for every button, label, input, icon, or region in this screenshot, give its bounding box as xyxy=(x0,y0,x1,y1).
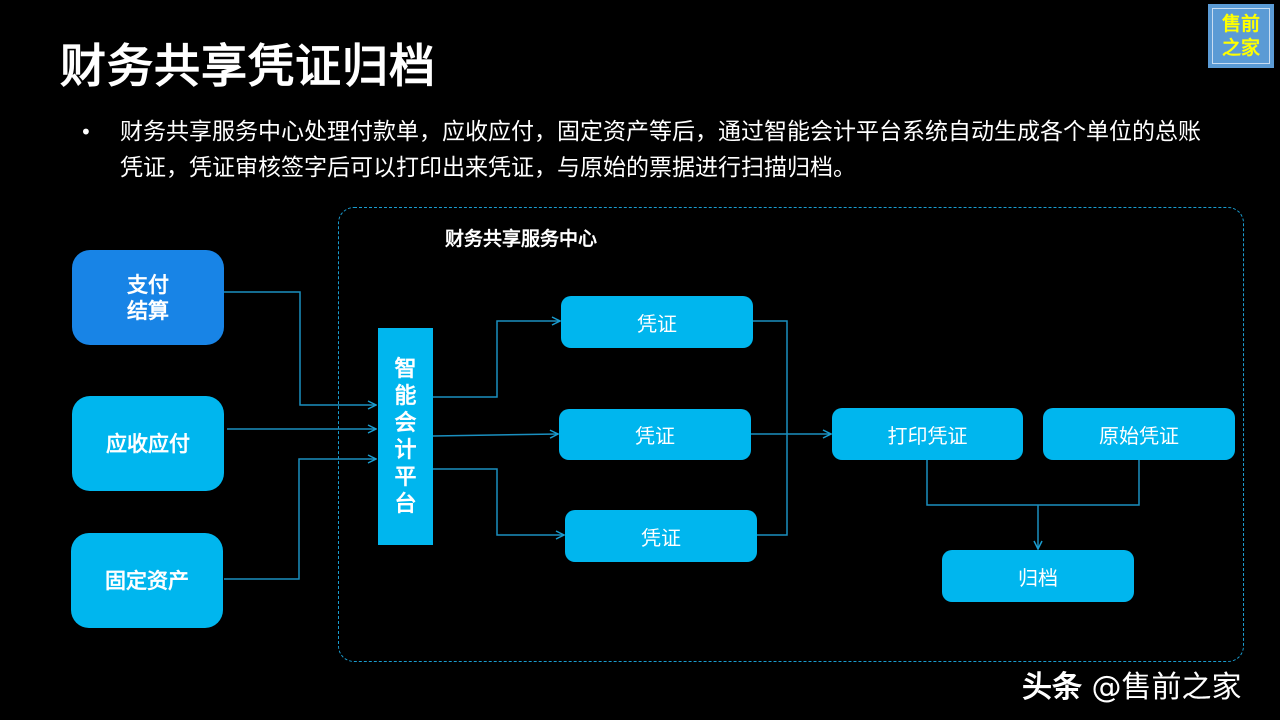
voucher-label: 凭证 xyxy=(635,424,675,448)
source-label: 应收应付 xyxy=(106,431,190,456)
source-label: 结算 xyxy=(127,298,169,323)
source-label: 固定资产 xyxy=(105,568,189,593)
bullet-item: • 财务共享服务中心处理付款单，应收应付，固定资产等后，通过智能会计平台系统自动… xyxy=(80,114,1220,186)
source-label: 支付 xyxy=(127,272,169,297)
source-receivable-payable[interactable]: 应收应付 xyxy=(72,396,224,491)
voucher-label: 凭证 xyxy=(637,311,677,336)
original-voucher-label: 原始凭证 xyxy=(1099,423,1179,448)
logo: 售前 之家 xyxy=(1208,4,1274,68)
logo-line-2: 之家 xyxy=(1221,37,1260,59)
page-title: 财务共享凭证归档 xyxy=(60,39,436,93)
connector-platform-to-voucher-1 xyxy=(433,321,560,398)
original-voucher-box[interactable]: 原始凭证 xyxy=(1043,408,1235,460)
platform-char: 台 xyxy=(394,491,417,517)
bullet-text: 财务共享服务中心处理付款单，应收应付，固定资产等后，通过智能会计平台系统自动生成… xyxy=(120,119,1201,181)
voucher-box-1[interactable]: 凭证 xyxy=(561,296,753,348)
connector-assets-to-platform xyxy=(224,459,376,580)
container-title: 财务共享服务中心 xyxy=(444,228,597,250)
voucher-label: 凭证 xyxy=(641,525,681,550)
platform-char: 能 xyxy=(394,383,417,409)
print-voucher-box[interactable]: 打印凭证 xyxy=(832,408,1023,460)
connector-voucher-1-merge xyxy=(752,320,788,434)
bullet-icon: • xyxy=(80,120,92,144)
connector-payment-to-platform xyxy=(224,291,376,405)
connector-platform-to-voucher-2 xyxy=(432,434,558,436)
shared-service-center-container xyxy=(338,207,1244,662)
source-fixed-assets[interactable]: 固定资产 xyxy=(71,533,223,628)
smart-accounting-platform[interactable]: 智 能 会 计 平 台 xyxy=(378,328,433,545)
platform-char: 平 xyxy=(394,464,417,490)
logo-line-1: 售前 xyxy=(1221,13,1260,35)
connector-platform-to-voucher-3 xyxy=(433,468,564,535)
watermark: 头条 @售前之家 xyxy=(1022,662,1242,706)
voucher-box-2[interactable]: 凭证 xyxy=(559,409,751,460)
connector-print-down xyxy=(926,459,1140,506)
source-payment-settlement[interactable]: 支付 结算 xyxy=(72,250,224,345)
platform-char: 智 xyxy=(394,356,417,382)
voucher-box-3[interactable]: 凭证 xyxy=(565,510,757,562)
platform-char: 会 xyxy=(394,410,417,436)
archive-box[interactable]: 归档 xyxy=(942,550,1134,602)
archive-label: 归档 xyxy=(1018,565,1058,590)
watermark-handle: @售前之家 xyxy=(1091,670,1242,705)
print-voucher-label: 打印凭证 xyxy=(887,423,968,448)
connector-voucher-3-merge xyxy=(756,434,788,536)
watermark-brand: 头条 xyxy=(1022,670,1082,705)
platform-char: 计 xyxy=(394,437,417,463)
